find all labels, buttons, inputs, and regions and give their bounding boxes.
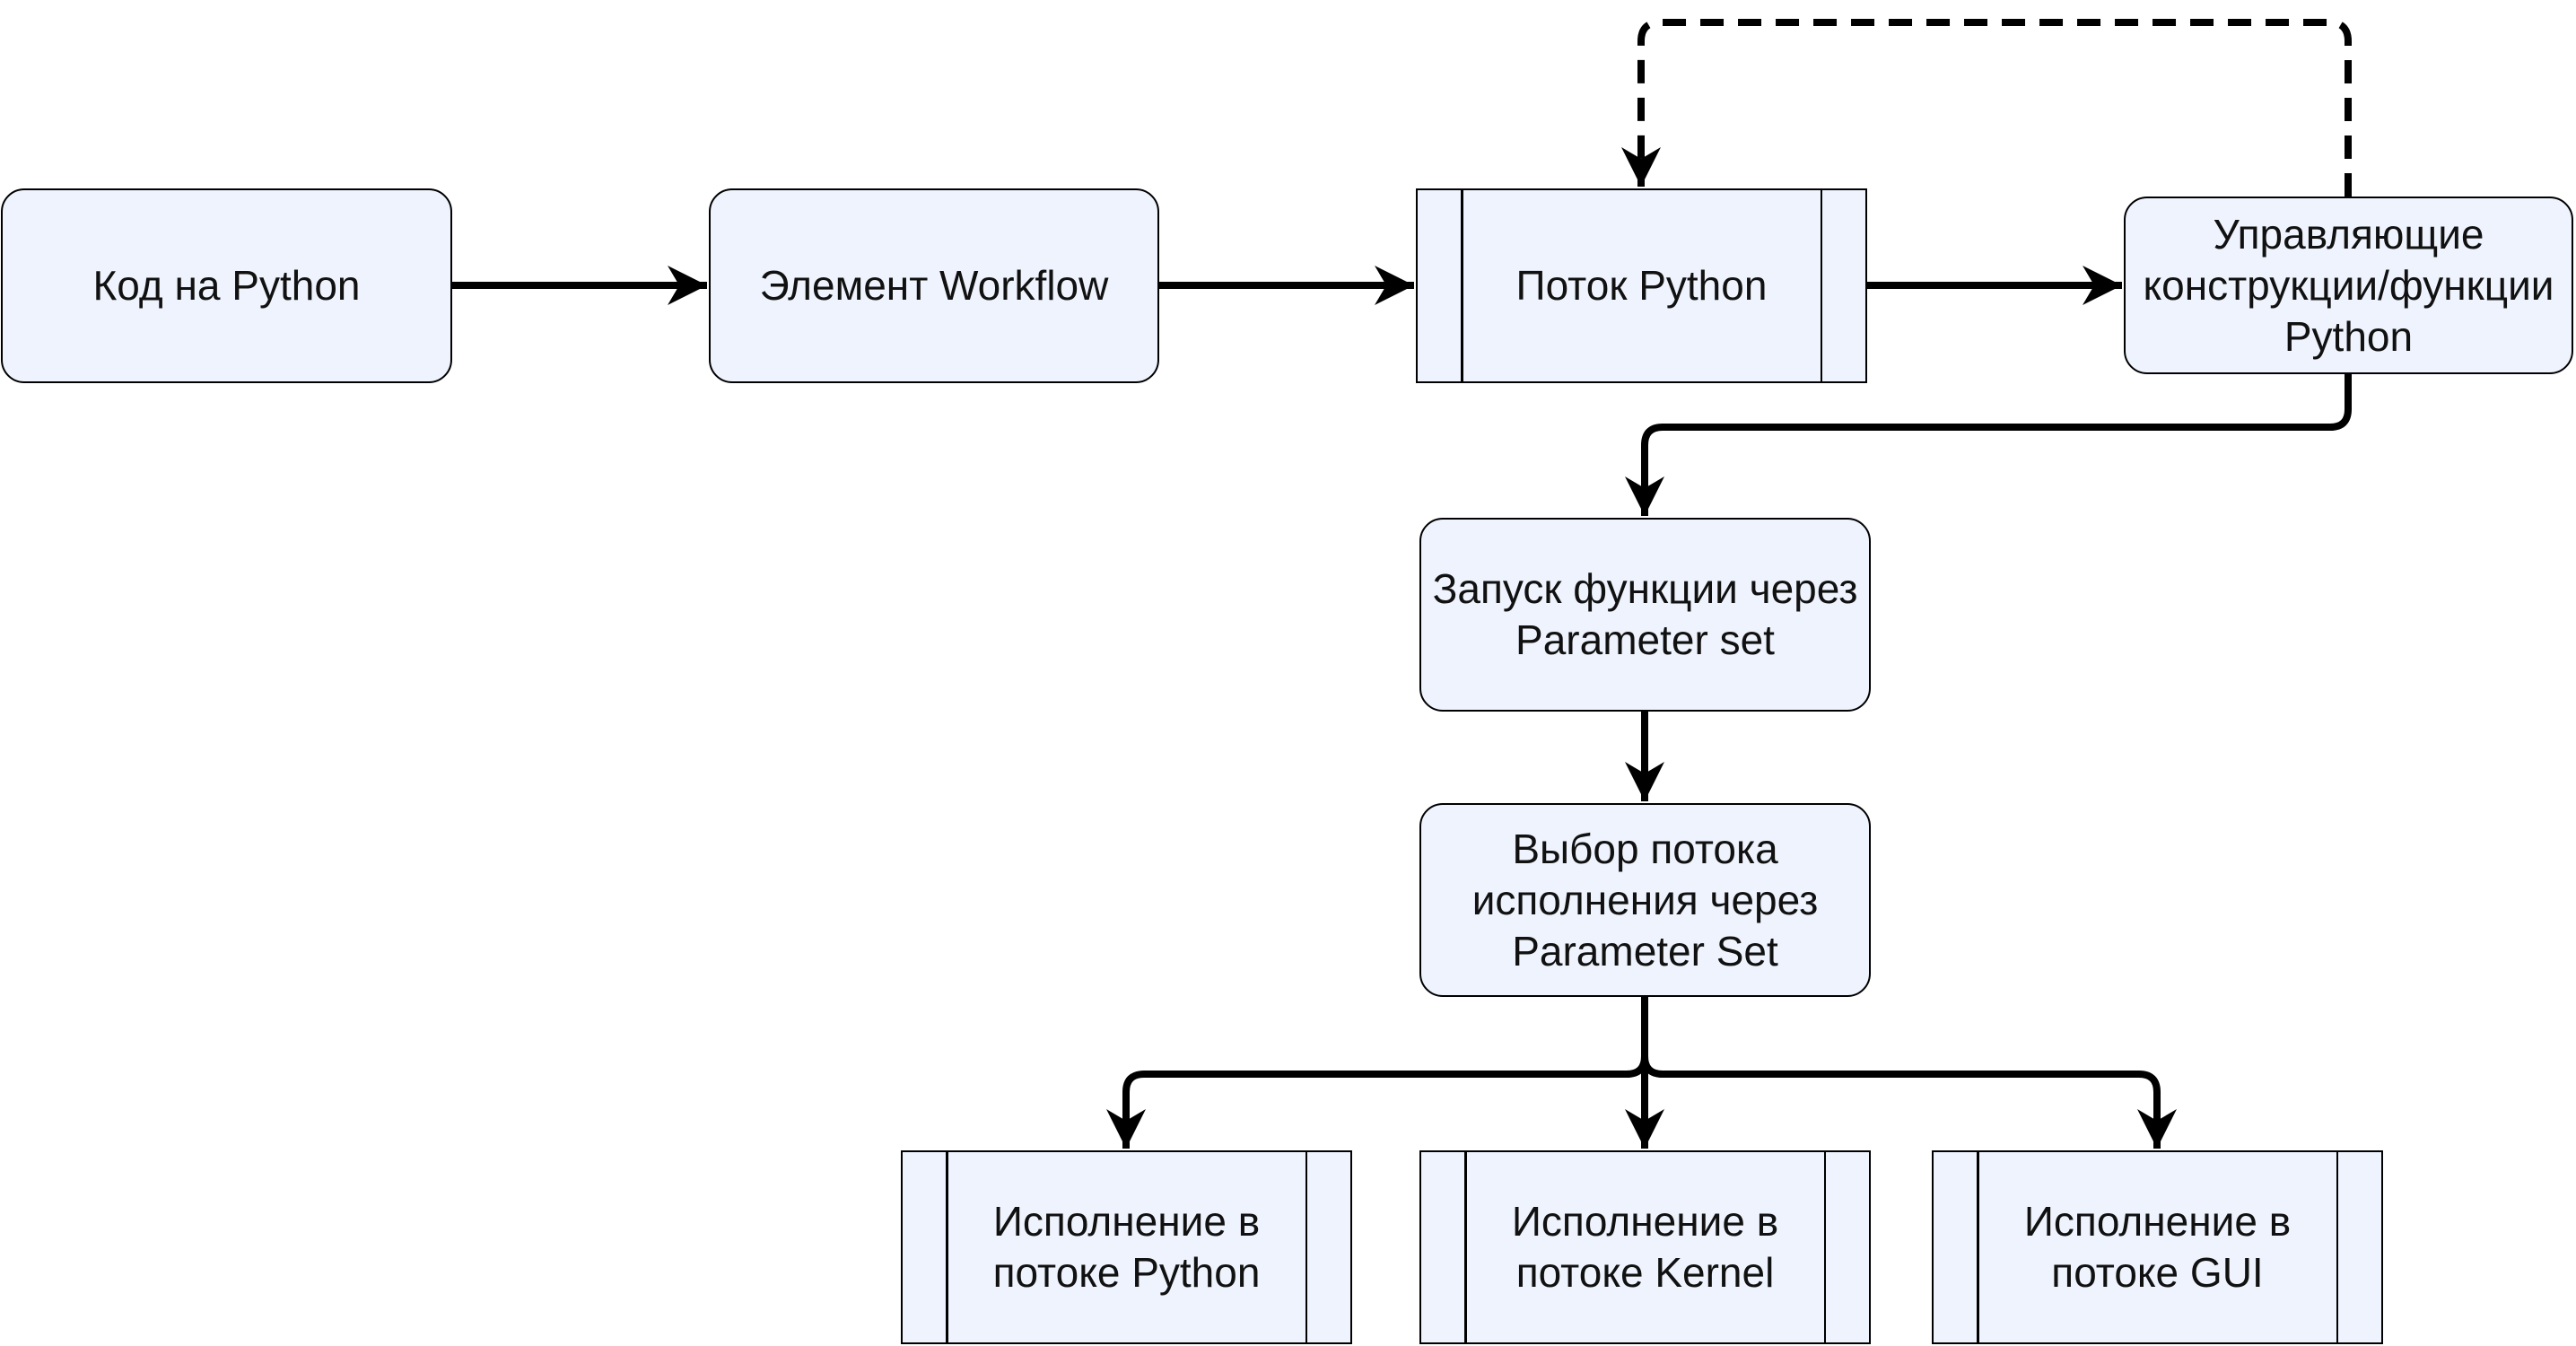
node-python-code: Код на Python — [1, 188, 452, 383]
process-right-bar — [1820, 190, 1822, 381]
edge-control-structures-back-to-python-thread — [1621, 19, 2352, 197]
process-left-bar — [1977, 1152, 1979, 1342]
node-execution-gui-thread: Исполнение в потоке GUI — [1932, 1150, 2383, 1344]
node-workflow-element: Элемент Workflow — [709, 188, 1159, 383]
edge-control-structures-to-function-launch — [1625, 374, 2352, 516]
process-left-bar — [946, 1152, 948, 1342]
node-function-launch-parameter-set-label: Запуск функции через Parameter set — [1432, 565, 1858, 663]
node-function-launch-parameter-set: Запуск функции через Parameter set — [1419, 518, 1871, 712]
node-python-thread-label: Поток Python — [1515, 262, 1768, 309]
process-right-bar — [2336, 1152, 2338, 1342]
node-python-thread: Поток Python — [1416, 188, 1867, 383]
process-left-bar — [1464, 1152, 1467, 1342]
node-execution-kernel-thread: Исполнение в потоке Kernel — [1419, 1150, 1871, 1344]
node-thread-selection-parameter-set-label: Выбор потока исполнения через Parameter … — [1471, 825, 1819, 975]
node-execution-kernel-thread-label: Исполнение в потоке Kernel — [1511, 1198, 1779, 1296]
node-thread-selection-parameter-set: Выбор потока исполнения через Parameter … — [1419, 803, 1871, 997]
process-left-bar — [1461, 190, 1463, 381]
node-execution-python-thread-label: Исполнение в потоке Python — [992, 1198, 1261, 1296]
edge-thread-selection-to-python-execution — [1106, 997, 1648, 1149]
node-workflow-element-label: Элемент Workflow — [759, 262, 1109, 309]
process-right-bar — [1823, 1152, 1826, 1342]
node-execution-python-thread: Исполнение в потоке Python — [901, 1150, 1352, 1344]
node-python-control-structures: Управляющие конструкции/функции Python — [2124, 197, 2573, 374]
node-python-control-structures-label: Управляющие конструкции/функции Python — [2143, 210, 2554, 360]
process-right-bar — [1305, 1152, 1307, 1342]
edge-thread-selection-to-gui-execution — [1641, 997, 2177, 1149]
node-execution-gui-thread-label: Исполнение в потоке GUI — [2023, 1198, 2292, 1296]
node-python-code-label: Код на Python — [92, 262, 361, 309]
